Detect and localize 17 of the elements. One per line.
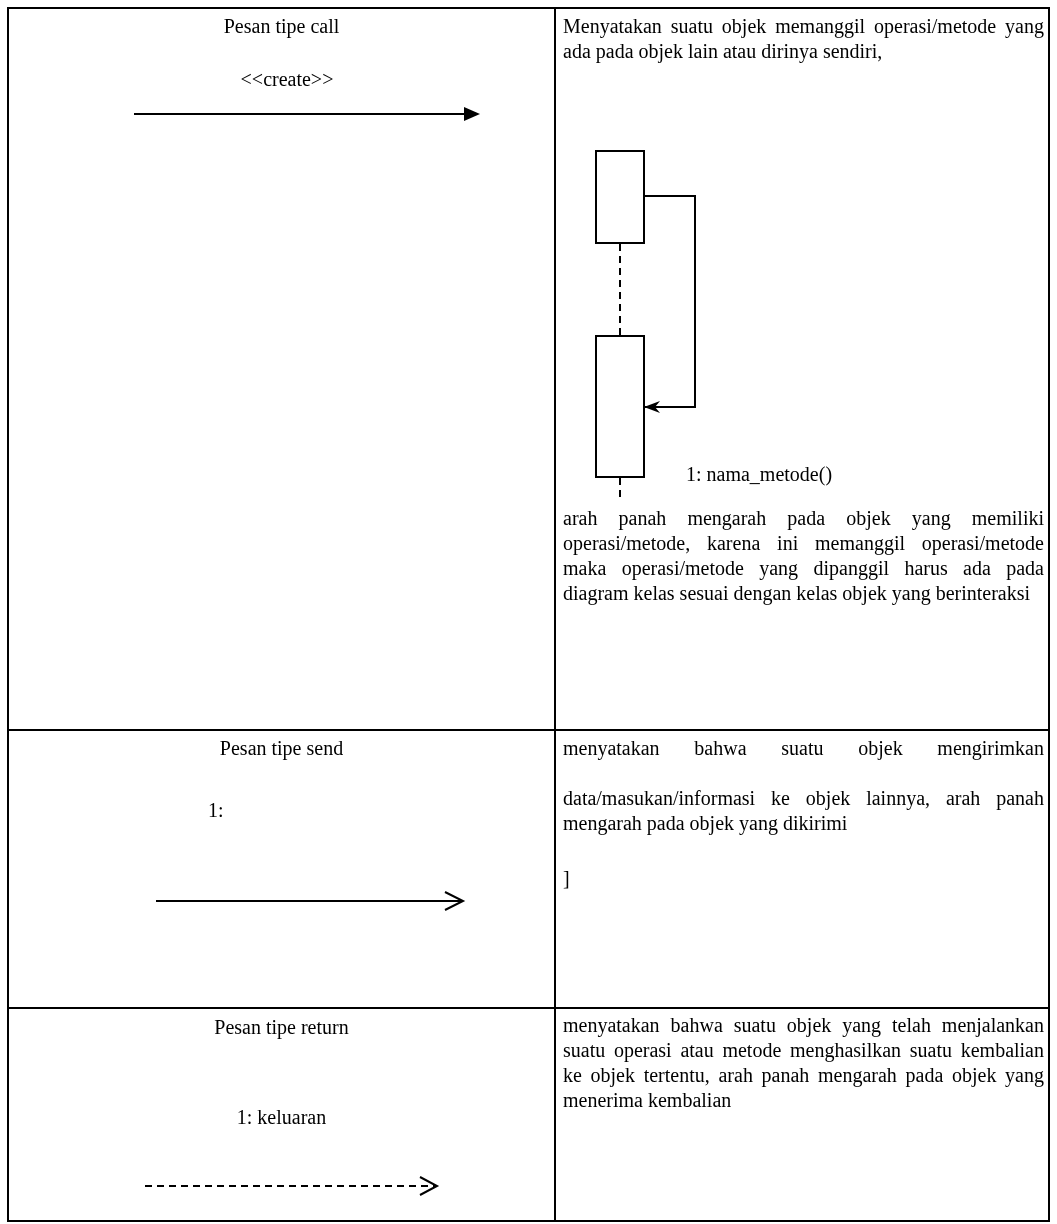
description-text: Menyatakan suatu objek memanggil operasi/metode yang ada pada objek lain atau dirinya sendiri, bbox=[563, 14, 1044, 64]
row-heading: Pesan tipe send bbox=[219, 736, 344, 761]
message-label: 1: nama_metode() bbox=[686, 462, 834, 487]
stereotype-label: <<create>> bbox=[240, 67, 334, 92]
activation-box bbox=[595, 150, 645, 244]
description-text: menyatakan bahwa suatu objek mengirimkan bbox=[563, 736, 1044, 761]
description-text: menyatakan bahwa suatu objek yang telah menjalankan suatu operasi atau metode menghasilkan suatu kembalian ke objek tertentu, arah panah mengarah pada objek yang menerima kembalian bbox=[563, 1013, 1044, 1113]
row-heading: Pesan tipe return bbox=[214, 1015, 349, 1040]
message-label: 1: keluaran bbox=[236, 1105, 327, 1130]
description-text: arah panah mengarah pada objek yang memiliki operasi/metode, karena ini memanggil operasi/metode maka operasi/metode yang dipanggil harus ada pada diagram kelas sesuai dengan kelas objek yang berinteraksi bbox=[563, 506, 1044, 606]
activation-box bbox=[595, 335, 645, 478]
bracket-text: ] bbox=[563, 866, 571, 891]
row-heading: Pesan tipe call bbox=[223, 14, 340, 39]
self-call-arrow bbox=[644, 195, 696, 413]
message-label: 1: bbox=[208, 798, 225, 823]
lifeline bbox=[619, 243, 621, 336]
description-text: data/masukan/informasi ke objek lainnya, arah panah mengarah pada objek yang dikirimi bbox=[563, 786, 1044, 836]
